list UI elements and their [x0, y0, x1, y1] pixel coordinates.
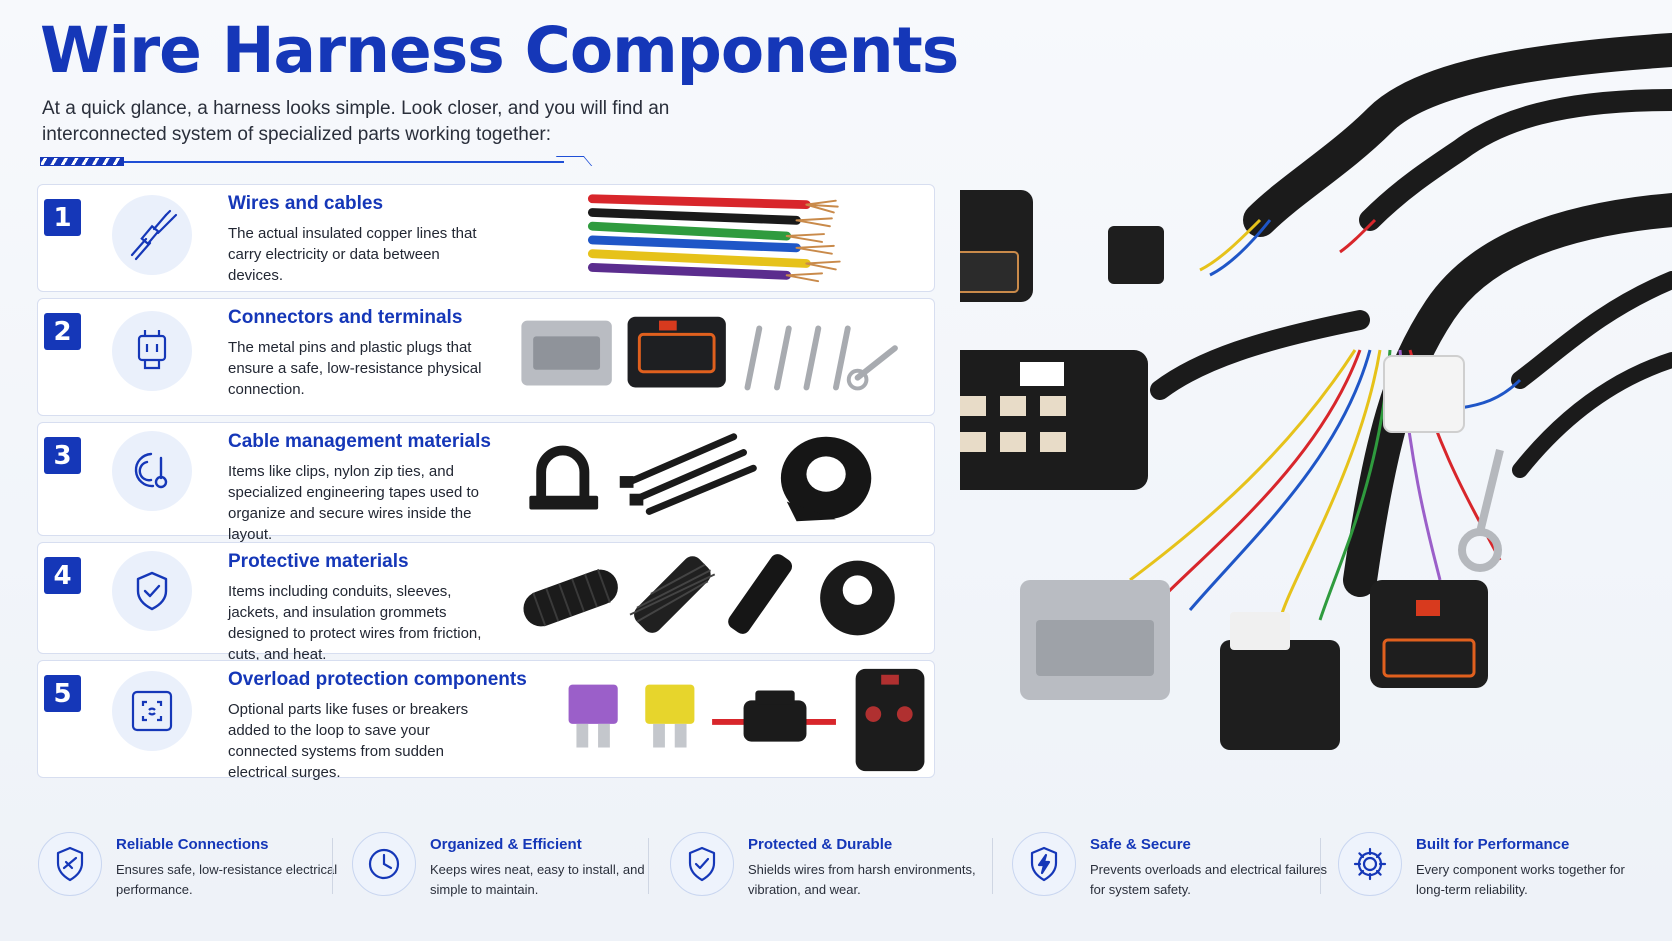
feature-title: Reliable Connections	[116, 836, 269, 853]
list-item: 2 Connectors and terminals The metal pin…	[37, 298, 935, 416]
component-list: 1 Wires and cables The actual insulated …	[37, 184, 937, 784]
page-title: Wire Harness Components	[40, 14, 959, 87]
list-item: 3 Cable management materials Items like …	[37, 422, 935, 543]
wire-harness-illustration	[960, 33, 1672, 750]
feature-description: Shields wires from harsh environments, v…	[748, 862, 976, 897]
item-number: 5	[44, 675, 81, 712]
clock-icon	[352, 832, 416, 896]
item-title: Connectors and terminals	[228, 307, 463, 328]
connector-icon	[112, 311, 192, 391]
feature-separator	[332, 838, 333, 894]
feature-separator	[1320, 838, 1321, 894]
feature-description: Ensures safe, low-resistance electrical …	[116, 862, 338, 897]
feature-description: Prevents overloads and electrical failur…	[1090, 862, 1328, 897]
gear-icon	[1338, 832, 1402, 896]
connectors-illustration	[521, 316, 898, 391]
item-number: 4	[44, 557, 81, 594]
item-description: The metal pins and plastic plugs that en…	[228, 339, 482, 398]
feature-separator	[648, 838, 649, 894]
feature-title: Organized & Efficient	[430, 836, 582, 853]
feature-strip: Reliable Connections Ensures safe, low-r…	[30, 828, 1660, 908]
overload-protection-illustration	[568, 668, 925, 772]
feature-title: Safe & Secure	[1090, 836, 1191, 853]
clip-icon	[112, 431, 192, 511]
page-subtitle: At a quick glance, a harness looks simpl…	[42, 98, 670, 145]
cable-management-illustration	[529, 433, 872, 522]
wires-illustration	[587, 194, 841, 283]
lightning-shield-icon	[1012, 832, 1076, 896]
item-number: 3	[44, 437, 81, 474]
title-divider	[40, 154, 593, 168]
list-item: 4 Protective materials Items including c…	[37, 542, 935, 663]
item-description: The actual insulated copper lines that c…	[228, 225, 477, 284]
item-title: Cable management materials	[228, 431, 491, 452]
feature-description: Every component works together for long-…	[1416, 862, 1625, 897]
item-title: Wires and cables	[228, 193, 384, 214]
shield-icon	[670, 832, 734, 896]
item-title: Overload protection components	[228, 669, 527, 690]
item-description: Items including conduits, sleeves, jacke…	[228, 583, 482, 663]
feature-title: Protected & Durable	[748, 836, 893, 853]
item-title: Protective materials	[228, 551, 409, 572]
item-description: Items like clips, nylon zip ties, and sp…	[228, 463, 480, 543]
feature-separator	[992, 838, 993, 894]
feature-title: Built for Performance	[1416, 836, 1570, 853]
item-description: Optional parts like fuses or breakers ad…	[228, 701, 469, 781]
protective-materials-illustration	[523, 554, 895, 636]
list-item: 5 Overload protection components Optiona…	[37, 660, 935, 781]
item-number: 2	[44, 313, 81, 350]
wires-icon	[112, 195, 192, 275]
list-item: 1 Wires and cables The actual insulated …	[37, 184, 935, 292]
connection-shield-icon	[38, 832, 102, 896]
item-number: 1	[44, 199, 81, 236]
feature-description: Keeps wires neat, easy to install, and s…	[430, 862, 645, 897]
shield-check-icon	[112, 551, 192, 631]
fuse-box-icon	[112, 671, 192, 751]
